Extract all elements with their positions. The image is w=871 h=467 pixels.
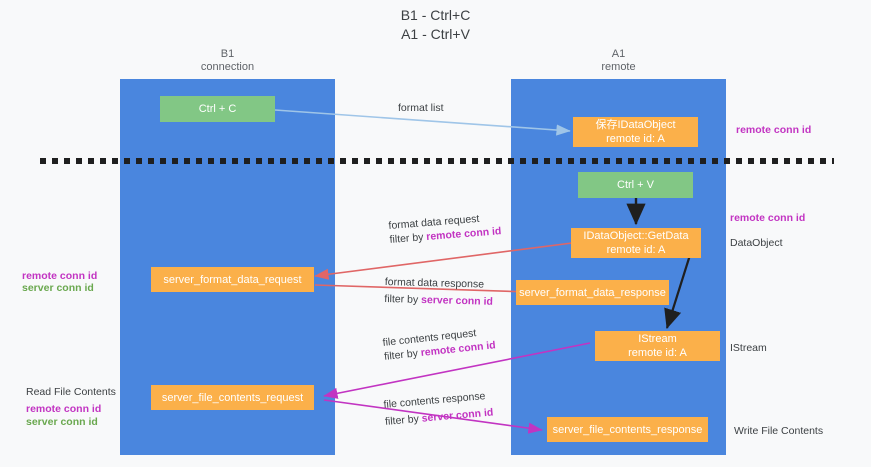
phase-divider-dashed [40,158,834,164]
node-server-file-contents-request-label: server_file_contents_request [161,391,304,404]
annotation-right-write-file-contents: Write File Contents [734,425,824,437]
node-istream-line2: remote id: A [628,347,687,359]
filter-prefix: filter by [389,231,427,246]
annotation-left-server-conn-id-2: server conn id [26,416,98,428]
annotation-left-server-conn-id: server conn id [22,282,94,294]
title-line-1: B1 - Ctrl+C [400,7,471,23]
annotation-right-dataobject: DataObject [730,237,783,249]
annotation-left-read-file-contents: Read File Contents [26,386,116,398]
annotation-right-remote-conn-id-top: remote conn id [736,124,812,136]
node-ctrl-v-label: Ctrl + V [617,179,654,191]
filter-prefix: filter by [383,347,422,363]
annotation-right-istream: IStream [730,342,767,354]
node-server-file-contents-response-label: server_file_contents_response [552,423,703,436]
node-ctrl-c-label: Ctrl + C [198,103,237,115]
column-header-b1: B1 connection [120,48,335,74]
title-line-2: A1 - Ctrl+V [401,26,470,42]
edge-label-format-data-request: format data request filter by remote con… [388,210,502,247]
column-header-a1-sub: remote [601,61,636,73]
annotation-right-remote-conn-id-mid: remote conn id [730,212,806,224]
node-idataobject-getdata[interactable]: IDataObject::GetData remote id: A [571,228,701,258]
column-header-b1-sub: connection [200,61,255,73]
column-header-b1-name: B1 [220,48,235,60]
edge-label-format-list-text: format list [398,102,444,114]
filter-key-server-conn-id: server conn id [420,293,494,308]
column-header-a1: A1 remote [511,48,726,74]
node-server-format-data-request-label: server_format_data_request [163,273,302,286]
node-server-file-contents-response[interactable]: server_file_contents_response [547,417,708,442]
filter-prefix: filter by [384,292,422,306]
node-idataobject-getdata-line1: IDataObject::GetData [583,230,689,242]
page-title: B1 - Ctrl+C A1 - Ctrl+V [0,6,871,44]
node-idataobject-line2: remote id: A [606,133,665,145]
annotation-left-remote-conn-id: remote conn id [22,270,98,282]
node-idataobject[interactable]: 保存IDataObject remote id: A [573,117,698,147]
node-ctrl-v[interactable]: Ctrl + V [578,172,693,198]
node-server-format-data-response-label: server_format_data_response [519,286,666,299]
filter-key-server-conn-id: server conn id [421,406,494,425]
node-istream[interactable]: IStream remote id: A [595,331,720,361]
edge-label-file-contents-request: file contents request filter by remote c… [382,324,496,364]
node-istream-line1: IStream [638,333,677,345]
node-server-format-data-request[interactable]: server_format_data_request [151,267,314,292]
filter-prefix: filter by [384,412,423,428]
node-server-format-data-response[interactable]: server_format_data_response [516,280,669,305]
column-header-a1-name: A1 [611,48,626,60]
edge-label-file-contents-response: file contents response filter by server … [383,389,494,429]
annotation-left-remote-conn-id-2: remote conn id [26,403,102,415]
edge-label-format-data-response-text: format data response [384,275,485,291]
edge-label-format-data-response-filter: filter by server conn id [384,292,493,309]
edge-label-format-list: format list [398,101,444,115]
node-ctrl-c[interactable]: Ctrl + C [160,96,275,122]
node-idataobject-getdata-line2: remote id: A [606,244,666,256]
node-server-file-contents-request[interactable]: server_file_contents_request [151,385,314,410]
edge-label-format-data-response: format data response filter by server co… [384,275,493,309]
node-idataobject-line1: 保存IDataObject [595,119,676,131]
